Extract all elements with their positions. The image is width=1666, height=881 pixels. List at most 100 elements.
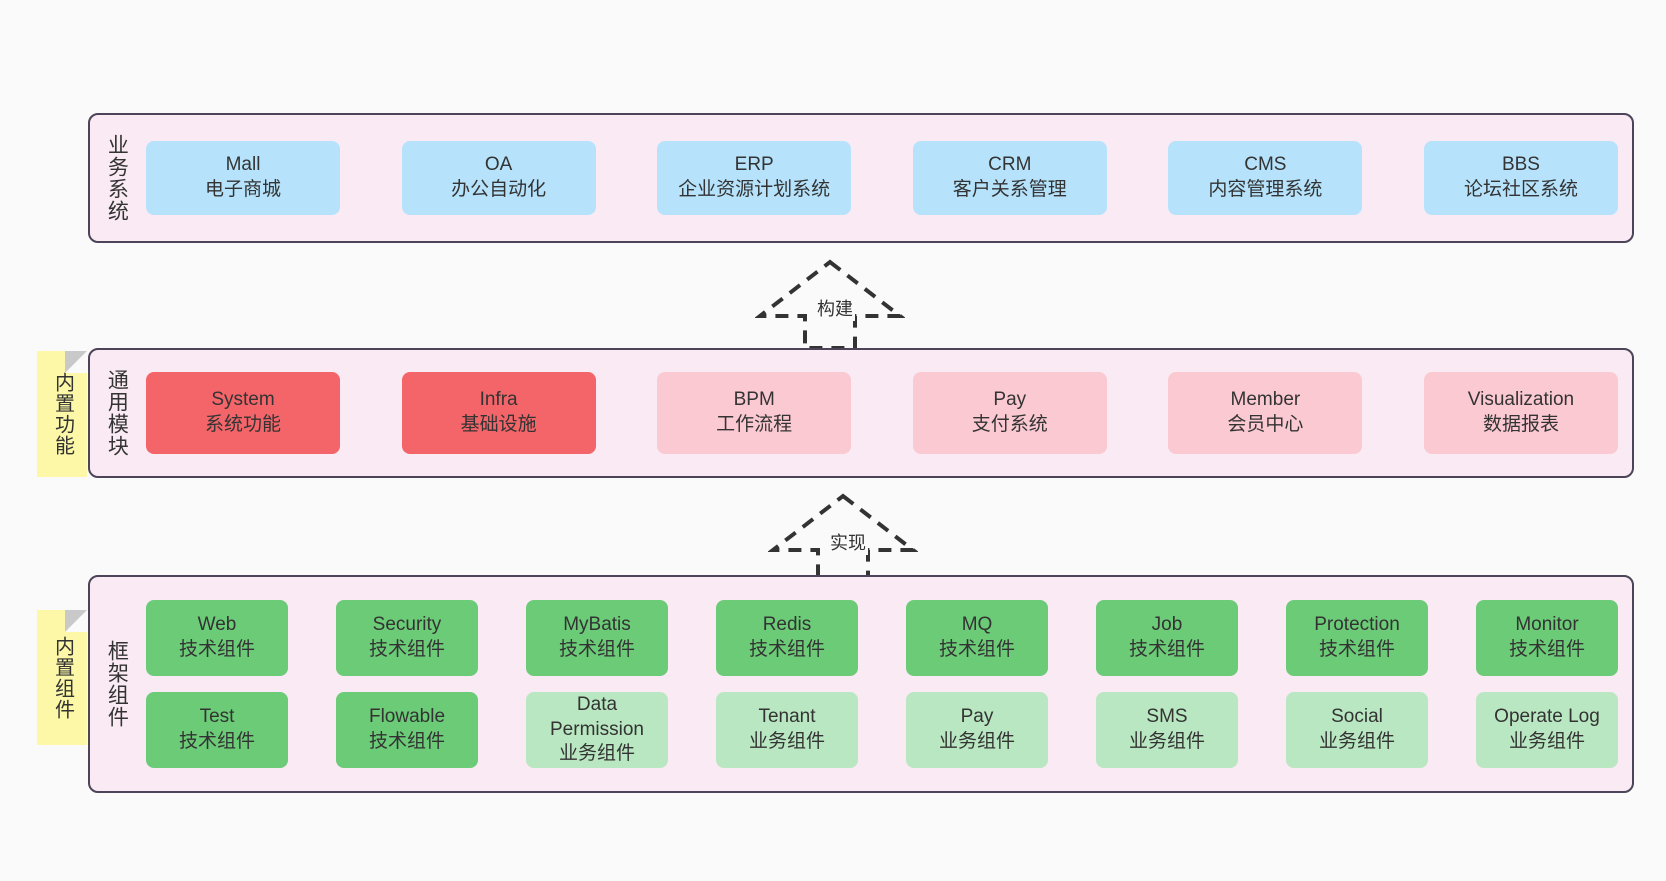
node-infra[interactable]: Infra 基础设施 [401, 372, 596, 454]
node-security[interactable]: Security 技术组件 [336, 600, 478, 676]
node-name: Pay [993, 389, 1027, 411]
node-mybatis[interactable]: MyBatis 技术组件 [526, 600, 668, 676]
node-name: Visualization [1467, 389, 1575, 411]
node-subtitle: 会员中心 [1227, 414, 1304, 435]
arrow-label-build: 构建 [815, 295, 855, 321]
node-name: BBS [1501, 154, 1540, 176]
node-row: Mall 电子商城 OA 办公自动化 ERP 企业资源计划系统 CRM 客户关系… [146, 141, 1618, 215]
node-sms[interactable]: SMS 业务组件 [1096, 692, 1238, 768]
node-subtitle: 论坛社区系统 [1463, 179, 1578, 200]
layer-body-common: System 系统功能 Infra 基础设施 BPM 工作流程 Pay 支付系统… [142, 350, 1632, 476]
node-name: Social [1331, 706, 1383, 728]
node-name: Protection [1314, 614, 1400, 636]
sticky-note-builtin-feature: 内置功能 [37, 351, 87, 477]
node-subtitle: 技术组件 [178, 731, 255, 752]
node-name: CRM [988, 154, 1032, 176]
layer-framework-component: 框架组件 Web 技术组件 Security 技术组件 MyBatis 技术组件… [88, 575, 1634, 793]
node-name: Redis [762, 614, 812, 636]
node-name: MyBatis [563, 614, 631, 636]
node-name: CMS [1244, 154, 1287, 176]
layer-title-framework: 框架组件 [105, 640, 129, 728]
node-subtitle: 技术组件 [1128, 639, 1205, 660]
node-subtitle: 业务组件 [1508, 731, 1585, 752]
sticky-note-label: 内置功能 [51, 372, 74, 456]
node-name: Pay [960, 706, 994, 728]
node-data-permission[interactable]: Data Permission 业务组件 [526, 692, 668, 768]
node-name: Mall [225, 154, 261, 176]
node-flowable[interactable]: Flowable 技术组件 [336, 692, 478, 768]
node-name: Job [1151, 614, 1183, 636]
node-pay-module[interactable]: Pay 支付系统 [912, 372, 1107, 454]
node-subtitle: 内容管理系统 [1208, 179, 1323, 200]
layer-title-common: 通用模块 [105, 369, 129, 457]
node-web[interactable]: Web 技术组件 [146, 600, 288, 676]
node-operate-log[interactable]: Operate Log 业务组件 [1476, 692, 1618, 768]
node-name: Flowable [368, 706, 446, 728]
node-oa[interactable]: OA 办公自动化 [401, 141, 596, 215]
node-erp[interactable]: ERP 企业资源计划系统 [657, 141, 852, 215]
node-subtitle: 技术组件 [938, 639, 1015, 660]
node-social[interactable]: Social 业务组件 [1286, 692, 1428, 768]
node-subtitle: 业务组件 [1128, 731, 1205, 752]
node-bpm[interactable]: BPM 工作流程 [657, 372, 852, 454]
node-subtitle: 技术组件 [1508, 639, 1585, 660]
arrow-label-implement: 实现 [828, 529, 868, 555]
node-subtitle: 技术组件 [368, 639, 445, 660]
arrow-implement: 实现 [768, 492, 918, 584]
layer-business-system: 业务系统 Mall 电子商城 OA 办公自动化 ERP 企业资源计划系统 CRM… [88, 113, 1634, 243]
node-name: System [211, 389, 275, 411]
node-name: SMS [1146, 706, 1188, 728]
layer-body-framework: Web 技术组件 Security 技术组件 MyBatis 技术组件 Redi… [142, 577, 1632, 791]
node-subtitle: 客户关系管理 [952, 179, 1067, 200]
node-row: Test 技术组件 Flowable 技术组件 Data Permission … [146, 692, 1618, 768]
node-name: Test [199, 706, 235, 728]
node-redis[interactable]: Redis 技术组件 [716, 600, 858, 676]
layer-body-business: Mall 电子商城 OA 办公自动化 ERP 企业资源计划系统 CRM 客户关系… [142, 115, 1632, 241]
node-subtitle: 电子商城 [204, 179, 281, 200]
node-name: BPM [733, 389, 775, 411]
node-subtitle: 系统功能 [204, 414, 281, 435]
node-name: ERP [734, 154, 774, 176]
node-row: Web 技术组件 Security 技术组件 MyBatis 技术组件 Redi… [146, 600, 1618, 676]
node-tenant[interactable]: Tenant 业务组件 [716, 692, 858, 768]
node-job[interactable]: Job 技术组件 [1096, 600, 1238, 676]
node-visualization[interactable]: Visualization 数据报表 [1423, 372, 1618, 454]
node-bbs[interactable]: BBS 论坛社区系统 [1423, 141, 1618, 215]
node-mq[interactable]: MQ 技术组件 [906, 600, 1048, 676]
node-cms[interactable]: CMS 内容管理系统 [1168, 141, 1363, 215]
node-subtitle: 数据报表 [1482, 414, 1559, 435]
node-pay-component[interactable]: Pay 业务组件 [906, 692, 1048, 768]
node-subtitle: 业务组件 [938, 731, 1015, 752]
node-crm[interactable]: CRM 客户关系管理 [912, 141, 1107, 215]
node-subtitle: 业务组件 [1318, 731, 1395, 752]
node-system[interactable]: System 系统功能 [146, 372, 340, 454]
node-name: Tenant [758, 706, 816, 728]
node-subtitle: 支付系统 [971, 414, 1048, 435]
node-monitor[interactable]: Monitor 技术组件 [1476, 600, 1618, 676]
node-member[interactable]: Member 会员中心 [1168, 372, 1363, 454]
node-subtitle: 技术组件 [558, 639, 635, 660]
node-subtitle: 技术组件 [1318, 639, 1395, 660]
arrow-build: 构建 [755, 258, 905, 350]
layer-title-business: 业务系统 [105, 134, 129, 222]
node-name: Member [1230, 389, 1301, 411]
sticky-note-label: 内置组件 [51, 635, 74, 720]
node-name: Web [197, 614, 237, 636]
node-subtitle: 技术组件 [748, 639, 825, 660]
node-row: System 系统功能 Infra 基础设施 BPM 工作流程 Pay 支付系统… [146, 372, 1618, 454]
node-name: OA [484, 154, 513, 176]
node-name: Monitor [1515, 614, 1579, 636]
node-name: Data Permission [550, 693, 644, 740]
node-name: Infra [479, 389, 518, 411]
node-test[interactable]: Test 技术组件 [146, 692, 288, 768]
node-subtitle: 工作流程 [716, 414, 793, 435]
node-subtitle: 技术组件 [368, 731, 445, 752]
node-subtitle: 技术组件 [178, 639, 255, 660]
node-protection[interactable]: Protection 技术组件 [1286, 600, 1428, 676]
node-name: Security [372, 614, 442, 636]
node-mall[interactable]: Mall 电子商城 [146, 141, 340, 215]
node-subtitle: 业务组件 [558, 743, 635, 765]
sticky-note-builtin-component: 内置组件 [37, 610, 87, 745]
node-name: Operate Log [1494, 706, 1600, 728]
